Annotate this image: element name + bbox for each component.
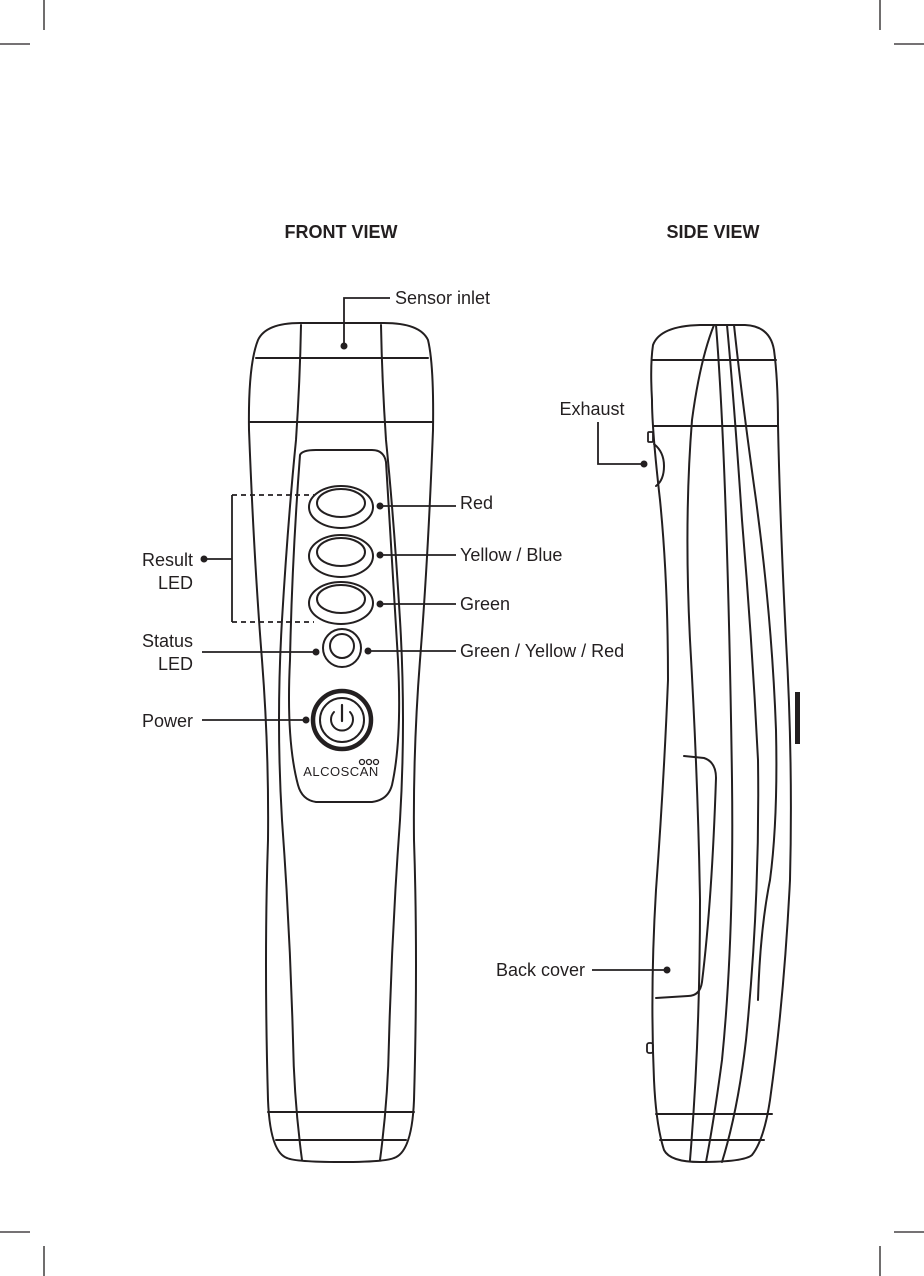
logo-text: ALCOSCAN — [303, 764, 379, 779]
result-led-yellow-blue — [309, 535, 373, 577]
sensor-inlet-label: Sensor inlet — [395, 288, 490, 308]
red-callout: Red — [377, 493, 494, 513]
result-led-red — [309, 486, 373, 528]
green-label: Green — [460, 594, 510, 614]
status-led-color-callout: Green / Yellow / Red — [365, 641, 625, 661]
status-led-callout: Status LED — [142, 631, 320, 674]
result-led-label: LED — [158, 573, 193, 593]
back-cover-callout: Back cover — [496, 960, 671, 980]
status-led-label: LED — [158, 654, 193, 674]
exhaust-label: Exhaust — [559, 399, 624, 419]
power-button-icon — [313, 691, 371, 749]
power-callout: Power — [142, 711, 310, 731]
side-view-heading: SIDE VIEW — [666, 222, 759, 242]
status-led-color-label: Green / Yellow / Red — [460, 641, 624, 661]
yellow-blue-label: Yellow / Blue — [460, 545, 562, 565]
front-view-heading: FRONT VIEW — [285, 222, 398, 242]
green-callout: Green — [377, 594, 511, 614]
result-led-callout: Result LED — [142, 495, 314, 622]
status-led — [323, 629, 361, 667]
red-label: Red — [460, 493, 493, 513]
result-label: Result — [142, 550, 193, 570]
side-view-device — [647, 325, 800, 1162]
result-led-green — [309, 582, 373, 624]
exhaust-callout: Exhaust — [559, 399, 647, 468]
yellow-blue-callout: Yellow / Blue — [377, 545, 563, 565]
sensor-inlet-callout: Sensor inlet — [341, 288, 491, 350]
status-label: Status — [142, 631, 193, 651]
power-label: Power — [142, 711, 193, 731]
front-view-device: ALCOSCAN — [249, 323, 433, 1162]
back-cover-label: Back cover — [496, 960, 585, 980]
alcoscan-logo: ALCOSCAN — [303, 760, 379, 780]
